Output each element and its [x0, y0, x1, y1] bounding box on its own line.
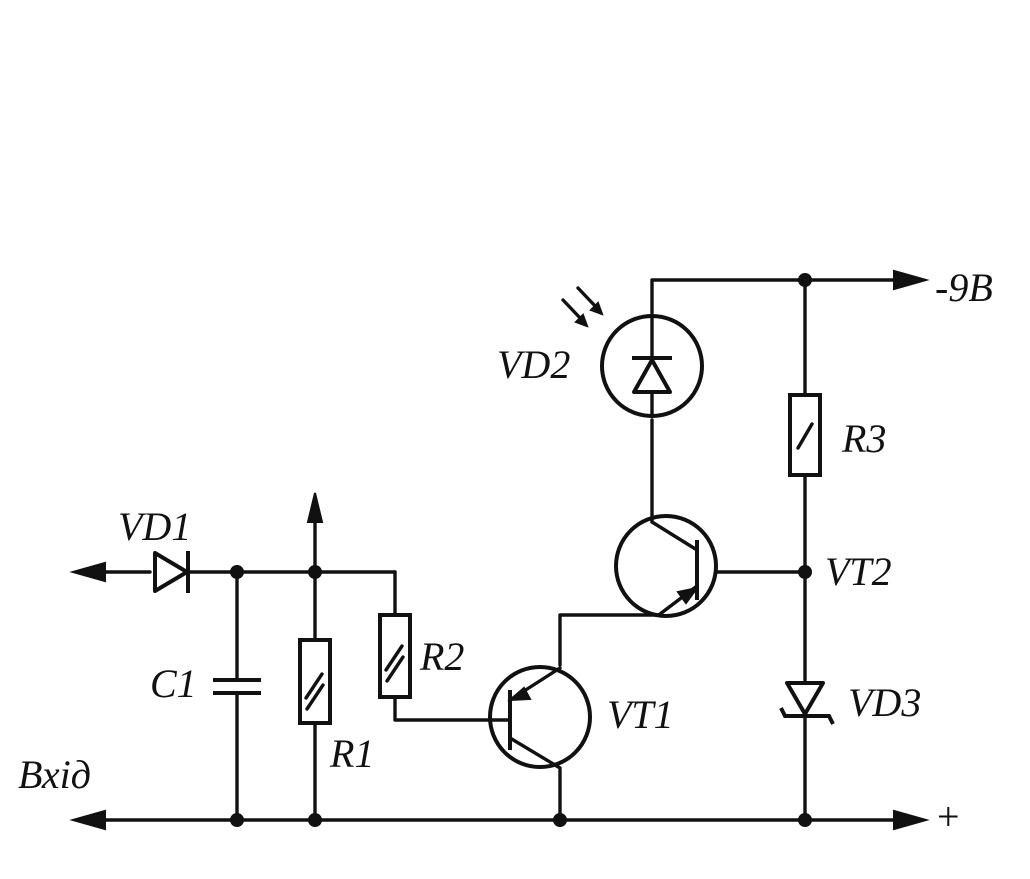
label-c1: C1 — [150, 661, 197, 706]
resistor-r2-body — [378, 613, 412, 699]
label-vd2: VD2 — [497, 342, 570, 387]
transistor-vt1-emitter-arrow-icon — [507, 686, 532, 702]
label-vd1: VD1 — [118, 504, 191, 549]
zener-vd3-triangle — [785, 681, 825, 716]
input-arrow-icon — [69, 561, 106, 583]
photodiode-vd2-envelope — [600, 314, 704, 418]
label-vt2: VT2 — [825, 549, 892, 594]
junction-dot — [308, 813, 322, 827]
terminal-arrows — [69, 269, 930, 831]
junction-dot — [230, 565, 244, 579]
transistor-vt1-envelope — [488, 665, 592, 769]
capacitor-c1 — [213, 678, 261, 695]
zener-vd3-bar — [779, 707, 835, 725]
supply-arrow-icon — [893, 269, 930, 291]
resistor-r1-body — [298, 638, 332, 725]
junction-dot — [230, 813, 244, 827]
label-r1: R1 — [329, 731, 374, 776]
label-input: Вхід — [18, 752, 91, 797]
vt1-collector-wire — [558, 613, 662, 667]
transistor-vt1 — [488, 665, 592, 770]
transistor-vt2 — [614, 514, 718, 618]
resistor-r2-mark — [385, 655, 405, 683]
r2-to-vt1-base-wire — [393, 695, 512, 722]
junctions — [230, 273, 812, 827]
output-arrow-icon — [306, 492, 324, 523]
light-ray-arrow-icon — [589, 301, 604, 316]
photodiode-vd2-triangle — [632, 358, 672, 394]
transistor-vt1-emitter-lead — [508, 736, 562, 770]
light-ray-icon — [576, 286, 599, 310]
junction-dot — [553, 813, 567, 827]
resistor-r1 — [298, 638, 332, 725]
diode-vd1-triangle — [153, 551, 189, 593]
junction-dot — [798, 813, 812, 827]
resistor-r3-body — [788, 393, 822, 477]
junction-dot — [798, 273, 812, 287]
label-r2: R2 — [419, 634, 464, 679]
diode-vd1 — [153, 551, 190, 593]
rail-right-arrow-icon — [893, 809, 930, 831]
resistor-r2-mark — [384, 644, 404, 672]
transistor-vt2-emitter-arrow-icon — [676, 586, 700, 605]
light-ray-arrow-icon — [574, 313, 589, 328]
resistor-r2 — [378, 613, 412, 699]
resistor-r1-mark — [305, 683, 325, 711]
label-vt1: VT1 — [607, 692, 674, 737]
transistor-vt2-envelope — [614, 514, 718, 618]
photodiode-vd2 — [561, 286, 704, 418]
top-rail-wire — [650, 278, 907, 315]
rail-left-arrow-icon — [69, 809, 106, 831]
transistor-vt2-collector-lead — [650, 520, 699, 552]
resistor-r3-mark — [796, 422, 814, 450]
light-ray-icon — [561, 298, 584, 322]
label-supply-positive: + — [937, 794, 960, 839]
zener-vd3 — [779, 681, 835, 725]
labels: VD1 VD2 VD3 C1 R1 R2 R3 VT1 VT2 Вхід -9В… — [18, 265, 993, 839]
label-vd3: VD3 — [848, 680, 921, 725]
resistor-r3 — [788, 393, 822, 477]
resistor-r1-mark — [304, 672, 324, 700]
label-supply-negative: -9В — [935, 265, 993, 310]
label-r3: R3 — [841, 416, 886, 461]
junction-dot — [308, 565, 322, 579]
junction-dot — [798, 565, 812, 579]
